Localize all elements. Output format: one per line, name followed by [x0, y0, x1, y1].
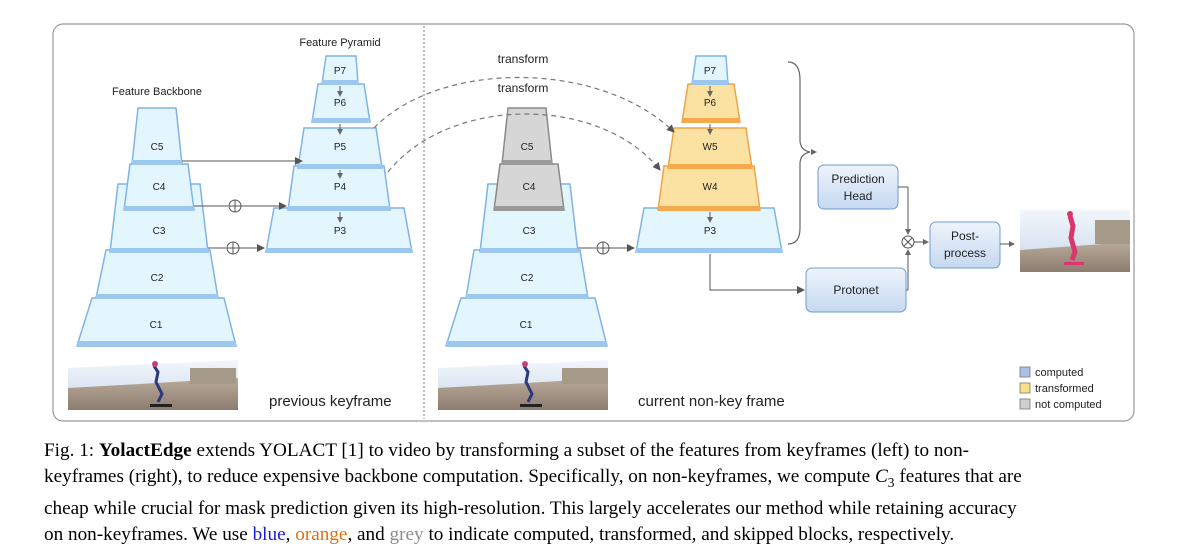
figure-frame	[52, 23, 1135, 422]
right-backbone	[444, 107, 608, 347]
right-lateral-arrows	[578, 241, 635, 255]
block-label: P6	[704, 98, 717, 109]
previous-keyframe-image	[68, 360, 238, 410]
prediction-head-label: Prediction	[831, 172, 884, 186]
block-label: C1	[520, 320, 533, 331]
caption-line-3: cheap while crucial for mask prediction …	[44, 497, 1017, 519]
legend-label-transformed: transformed	[1035, 383, 1094, 395]
block-label: C4	[153, 182, 166, 193]
block-label: W5	[703, 142, 718, 153]
caption-text: extends YOLACT [1] to video by transform…	[191, 440, 970, 461]
block-label: P7	[704, 66, 717, 77]
block-label: P4	[334, 182, 347, 193]
block-label: C5	[151, 142, 164, 153]
legend-swatch-not-computed	[1019, 398, 1031, 410]
transform-label: transform	[498, 52, 549, 66]
pyramid-brace	[787, 61, 811, 245]
block-label: C5	[521, 142, 534, 153]
block-label: P6	[334, 98, 347, 109]
caption-method-name: YolactEdge	[98, 440, 192, 461]
legend	[1019, 366, 1031, 410]
block-c5	[131, 107, 183, 165]
output-image	[1020, 210, 1130, 272]
legend-swatch-computed	[1019, 366, 1031, 378]
caption-word-blue: blue	[252, 523, 286, 545]
caption-text: features that are	[894, 466, 1022, 487]
transform-arrows	[373, 76, 675, 173]
right-pyramid	[635, 55, 783, 253]
caption-text: to indicate computed, transformed, and s…	[423, 523, 955, 545]
figure-caption: Fig. 1: YolactEdge extends YOLACT [1] to…	[44, 438, 1134, 548]
block-label: C2	[151, 273, 164, 284]
block-label: P5	[334, 142, 347, 153]
block-label: C4	[523, 182, 536, 193]
legend-label-computed: computed	[1035, 367, 1083, 379]
left-backbone	[75, 107, 237, 347]
caption-word-orange: orange	[295, 523, 348, 545]
block-label: C1	[150, 320, 163, 331]
caption-text: on non-keyframes. We use	[44, 523, 253, 545]
caption-line-2: keyframes (right), to reduce expensive b…	[44, 464, 1134, 496]
caption-line-4: on non-keyframes. We use blue, orange, a…	[44, 523, 955, 545]
left-pyramid	[265, 55, 413, 253]
current-nonkey-label: current non-key frame	[638, 393, 785, 410]
block-label: P3	[704, 226, 717, 237]
caption-line-1: Fig. 1: YolactEdge extends YOLACT [1] to…	[44, 438, 1134, 464]
block-label: C2	[521, 273, 534, 284]
caption-prefix: Fig. 1:	[44, 440, 99, 461]
protonet-label: Protonet	[833, 283, 879, 297]
current-nonkey-image	[438, 360, 608, 410]
postprocess-label: process	[944, 246, 986, 260]
postprocess-label: Post-	[951, 229, 979, 243]
architecture-figure: Feature Pyramid Feature Backbone transfo…	[52, 23, 1135, 422]
block-label: P3	[334, 226, 347, 237]
caption-text: keyframes (right), to reduce expensive b…	[44, 466, 875, 487]
block-label: C3	[153, 226, 166, 237]
caption-word-grey: grey	[389, 523, 424, 545]
block-label: C3	[523, 226, 536, 237]
feature-pyramid-label: Feature Pyramid	[299, 37, 380, 49]
block-label: W4	[703, 182, 718, 193]
transform-label: transform	[498, 81, 549, 95]
block-c5-skipped	[501, 107, 553, 165]
previous-keyframe-label: previous keyframe	[269, 393, 392, 410]
left-lateral-arrows	[182, 157, 303, 255]
prediction-head-label: Head	[844, 189, 873, 203]
output-arrows	[709, 149, 1015, 294]
caption-math: C3	[874, 466, 895, 490]
feature-backbone-label: Feature Backbone	[112, 86, 202, 98]
block-label: P7	[334, 66, 347, 77]
legend-swatch-transformed	[1019, 382, 1031, 394]
postprocess-box	[929, 221, 1001, 269]
legend-label-not-computed: not computed	[1035, 399, 1102, 411]
